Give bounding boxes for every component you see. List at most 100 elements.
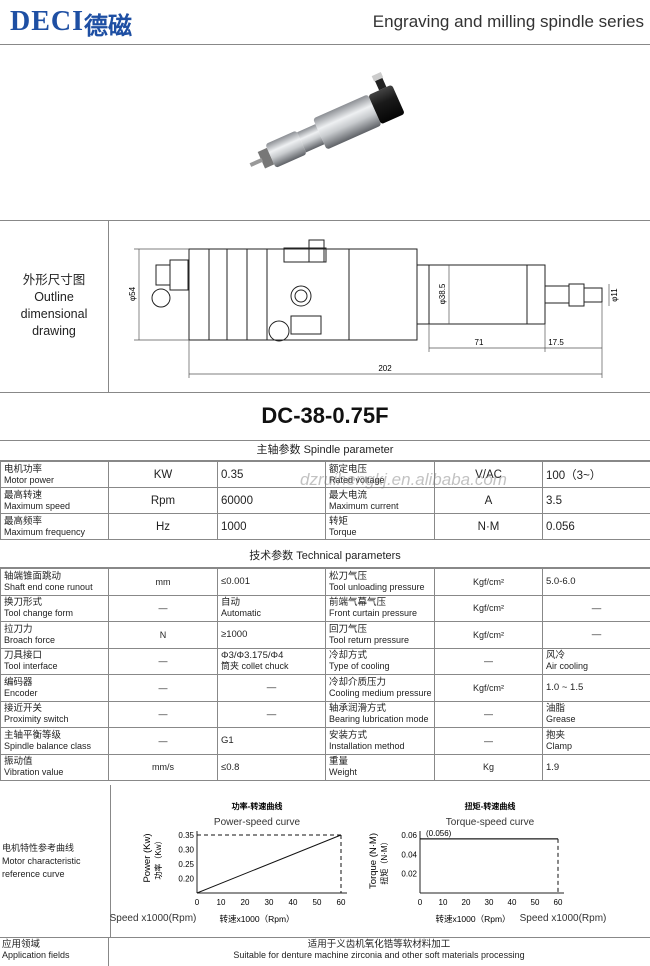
applications-text: 适用于义齿机氧化锆等软材料加工 Suitable for denture mac… [108, 937, 650, 961]
param-value-line-1: — [221, 682, 322, 693]
param-value: 5.0-6.0 [543, 569, 650, 596]
param-value-line-1: 风冷 [546, 650, 647, 661]
param-unit: A [435, 488, 543, 514]
param-label-en: Vibration value [4, 767, 105, 778]
outline-label-en-1: Outline [34, 289, 74, 306]
dim-shank-dia: φ11 [610, 288, 619, 302]
param-label-en: Tool return pressure [329, 635, 431, 646]
param-label-cn: 刀具接口 [4, 650, 105, 661]
param-unit: Kg [435, 754, 543, 781]
series-title: Engraving and milling spindle series [373, 12, 644, 32]
dim-len-mid: 71 [475, 338, 484, 347]
applications-label-cn: 应用领域 [2, 939, 108, 950]
x-tick-label: 50 [313, 898, 322, 907]
x-tick-label: 10 [439, 898, 448, 907]
y-tick-label: 0.06 [401, 831, 417, 840]
y-tick-label: 0.04 [401, 850, 417, 859]
brand-logo-cn: 德磁 [84, 6, 132, 41]
param-label-cn: 主轴平衡等级 [4, 730, 105, 741]
param-value-line-1: 5.0-6.0 [546, 576, 647, 587]
param-value: 1.0 ~ 1.5 [543, 675, 650, 702]
x-tick-label: 30 [485, 898, 494, 907]
param-value-line-1: ≤0.001 [221, 576, 322, 587]
param-value-line-2: Air cooling [546, 661, 647, 672]
param-value: — [543, 595, 650, 622]
param-unit: N [109, 622, 218, 649]
y-axis-label-cn: 扭矩（N·M） [379, 837, 389, 884]
param-value-line-1: Φ3/Φ3.175/Φ4 [221, 650, 322, 661]
param-value-line-2: Grease [546, 714, 647, 725]
outline-label-en-2: dimensional [21, 306, 88, 323]
param-label-en: Bearing lubrication mode [329, 714, 431, 725]
product-photo-area [0, 45, 650, 221]
chart-subtitle: Torque-speed curve [446, 817, 535, 828]
x-tick-label: 10 [217, 898, 226, 907]
applications-row: 应用领域 Application fields 适用于义齿机氧化锆等软材料加工 … [0, 937, 650, 964]
param-unit: — [435, 728, 543, 755]
param-value-line-1: G1 [221, 735, 322, 746]
param-label-cn: 编码器 [4, 677, 105, 688]
param-label-en: Maximum speed [4, 501, 105, 512]
y-tick-label: 0.25 [178, 860, 194, 869]
param-value-line-1: ≥1000 [221, 629, 322, 640]
param-label-cn: 回刀气压 [329, 624, 431, 635]
param-label-cn: 换刀形式 [4, 597, 105, 608]
param-label-cn: 冷却介质压力 [329, 677, 431, 688]
spindle-section-title: 主轴参数 Spindle parameter [0, 440, 650, 461]
param-unit: Kgf/cm² [435, 675, 543, 702]
param-unit: N·M [435, 514, 543, 540]
param-value: 0.056 [543, 514, 650, 540]
x-tick-label: 0 [418, 898, 423, 907]
curves-label: 电机特性参考曲线 Motor characteristic reference … [0, 785, 111, 937]
param-label-en: Weight [329, 767, 431, 778]
x-axis-label: Speed x1000(Rpm) [110, 913, 196, 924]
curves-row: 电机特性参考曲线 Motor characteristic reference … [0, 785, 650, 938]
x-tick-label: 20 [462, 898, 471, 907]
param-value-line-1: 油脂 [546, 703, 647, 714]
outline-row: 外形尺寸图 Outline dimensional drawing [0, 220, 650, 393]
dim-len-total: 202 [378, 364, 392, 373]
technical-section-title: 技术参数 Technical parameters [0, 545, 650, 568]
param-unit: mm [109, 569, 218, 596]
x-axis-label: Speed x1000(Rpm) [520, 913, 607, 924]
param-label-en: Installation method [329, 741, 431, 752]
param-label-en: Tool change form [4, 608, 105, 619]
dim-body-dia: φ54 [128, 286, 137, 301]
param-value: 1000 [218, 514, 326, 540]
curves-label-cn: 电机特性参考曲线 [2, 842, 110, 855]
curves-label-en-1: Motor characteristic [2, 855, 110, 868]
x-tick-label: 60 [337, 898, 346, 907]
param-value: — [543, 622, 650, 649]
param-value: ≥1000 [218, 622, 326, 649]
param-label-en: Shaft end cone runout [4, 582, 105, 593]
chart-subtitle: Power-speed curve [214, 817, 301, 828]
x-tick-label: 20 [241, 898, 250, 907]
y-axis-label-cn: 功率（Kw） [153, 836, 163, 879]
y-axis-label: Power (Kw) [142, 833, 153, 882]
applications-label: 应用领域 Application fields [0, 937, 109, 966]
param-value-line-1: — [221, 709, 322, 720]
dim-nose-dia: φ38.5 [438, 283, 447, 304]
